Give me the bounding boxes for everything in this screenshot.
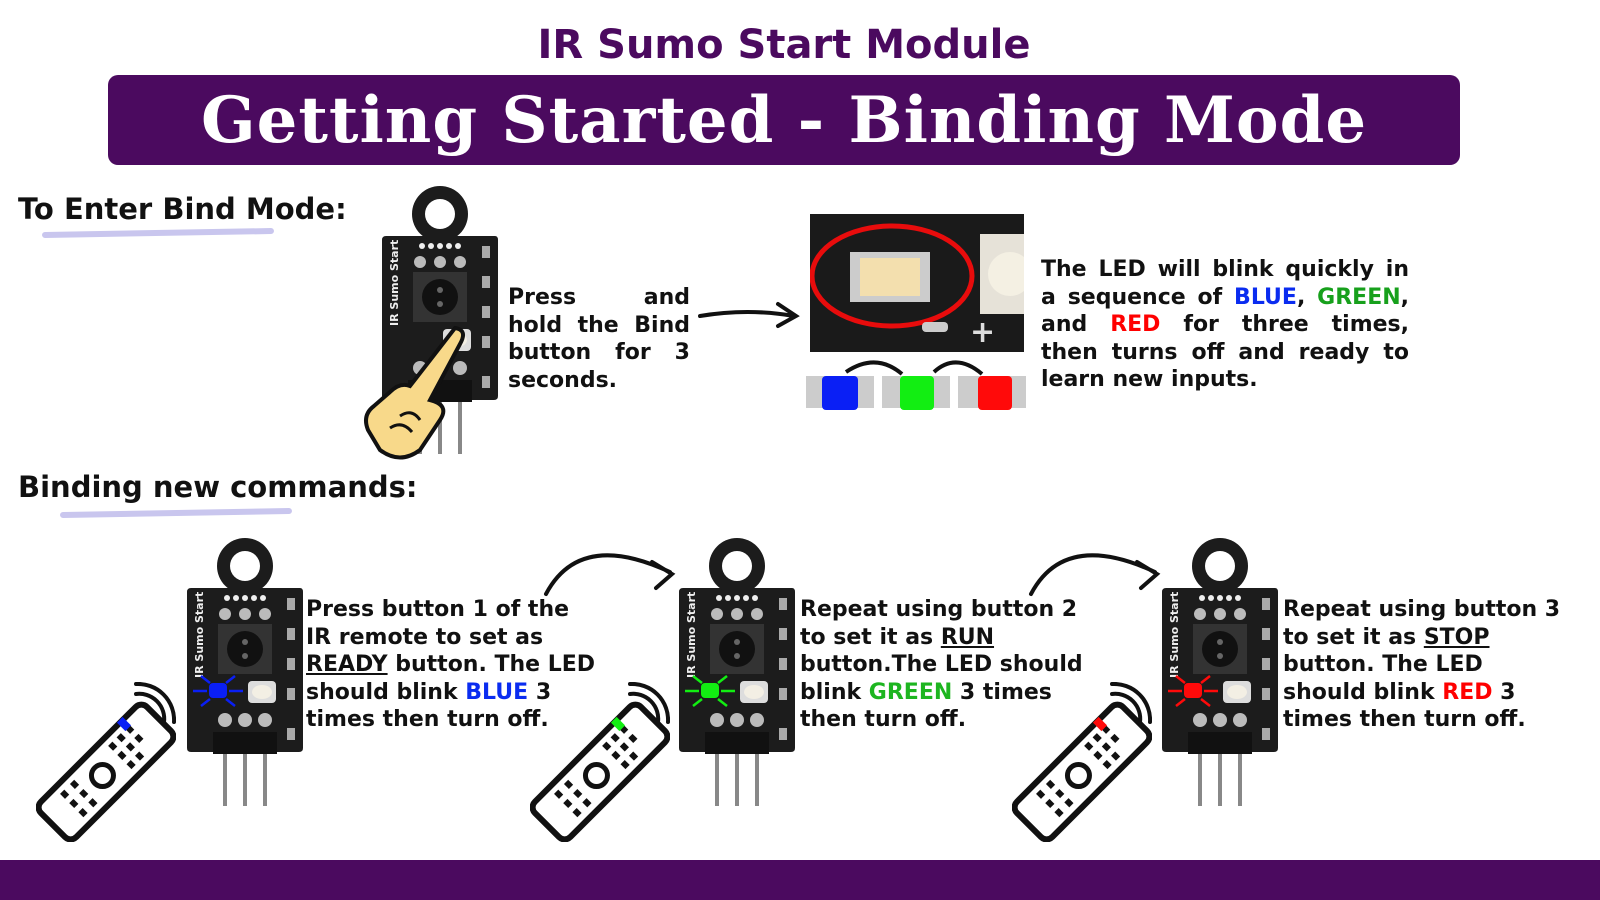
- curved-arrow-icon: [544, 553, 676, 596]
- remote-button-highlight: [1092, 716, 1108, 732]
- bind-instruction: Press and hold the Bind button for 3 sec…: [508, 285, 690, 393]
- command-name: READY: [306, 652, 388, 677]
- heading-underline: [41, 227, 275, 239]
- remote-button-highlight: [610, 716, 626, 732]
- ir-remote-icon: [36, 682, 176, 842]
- binding-commands-heading: Binding new commands:: [18, 470, 418, 504]
- led-glow-icon: [685, 675, 735, 707]
- footer-bar: [0, 860, 1600, 900]
- word-green: GREEN: [1317, 284, 1401, 310]
- led-closeup-image: +: [810, 214, 1024, 352]
- led-red: [958, 376, 1026, 410]
- bind-mode-heading: To Enter Bind Mode:: [18, 192, 347, 226]
- led-blue: [806, 376, 874, 410]
- board-image: [183, 538, 307, 808]
- led-glow-icon: [193, 675, 243, 707]
- command-name: RUN: [940, 624, 995, 650]
- curved-arrow-icon: [1029, 553, 1161, 596]
- svg-text:+: +: [970, 315, 995, 350]
- remote-button-highlight: [116, 716, 132, 732]
- color-word: BLUE: [465, 679, 529, 705]
- word-red: RED: [1110, 312, 1161, 337]
- board-image: [1158, 538, 1282, 808]
- led-sequence-description: The LED will blink quickly in a sequence…: [1041, 257, 1409, 392]
- led-green: [882, 376, 950, 410]
- command-name: STOP: [1423, 624, 1490, 650]
- ir-remote-icon: [1012, 682, 1152, 842]
- pointing-hand-icon: [364, 325, 466, 460]
- step-instruction: Repeat using button 3 to set it as STOP …: [1283, 597, 1561, 732]
- page-title: Getting Started - Binding Mode: [200, 82, 1368, 158]
- led-sequence: [806, 360, 1026, 410]
- color-word: GREEN: [868, 679, 953, 705]
- module-name: IR Sumo Start Module: [537, 22, 1031, 68]
- ir-remote-icon: [530, 682, 670, 842]
- step-instruction: Repeat using button 2 to set it as RUN b…: [800, 597, 1083, 732]
- arrow-right-icon: [698, 302, 800, 328]
- color-word: RED: [1442, 679, 1493, 705]
- title-banner: Getting Started - Binding Mode: [108, 75, 1460, 165]
- board-image: [675, 538, 799, 808]
- step-instruction: Press button 1 of the IR remote to set a…: [306, 597, 596, 732]
- led-glow-icon: [1168, 675, 1218, 707]
- word-blue: BLUE: [1234, 284, 1297, 310]
- heading-underline: [59, 507, 293, 519]
